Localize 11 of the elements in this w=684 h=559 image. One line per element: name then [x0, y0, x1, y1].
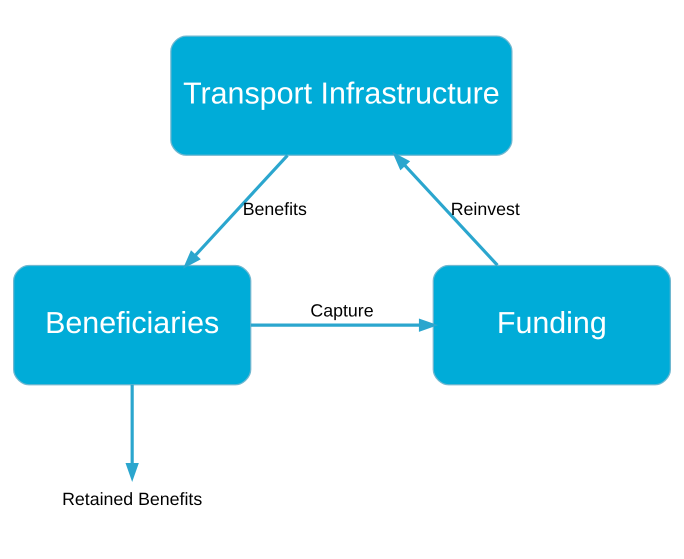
node-box: Funding: [432, 264, 671, 386]
arrow: [126, 384, 139, 482]
edge-label: Benefits: [242, 199, 307, 220]
node-box: Transport Infrastructure: [170, 35, 513, 156]
arrow: [392, 152, 499, 266]
arrow: [182, 154, 289, 269]
arrow: [250, 318, 438, 332]
edge-label: Reinvest: [450, 199, 520, 220]
edge-label: Capture: [310, 300, 374, 321]
node-box: Beneficiaries: [13, 264, 252, 386]
node-text: Retained Benefits: [62, 488, 202, 509]
